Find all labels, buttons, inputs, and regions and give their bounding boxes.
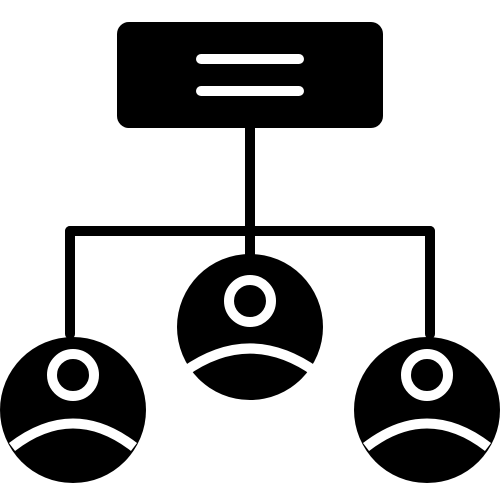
user-avatar-icon: [177, 254, 323, 400]
top-card-body: [117, 22, 383, 128]
user-avatar-icon: [354, 337, 500, 483]
top-card: [117, 22, 383, 128]
menu-line-bottom: [196, 86, 304, 96]
menu-lines-icon: [196, 54, 304, 96]
connector-lines: [65, 123, 435, 339]
user-avatar-icon: [0, 337, 146, 483]
menu-line-top: [196, 54, 304, 64]
